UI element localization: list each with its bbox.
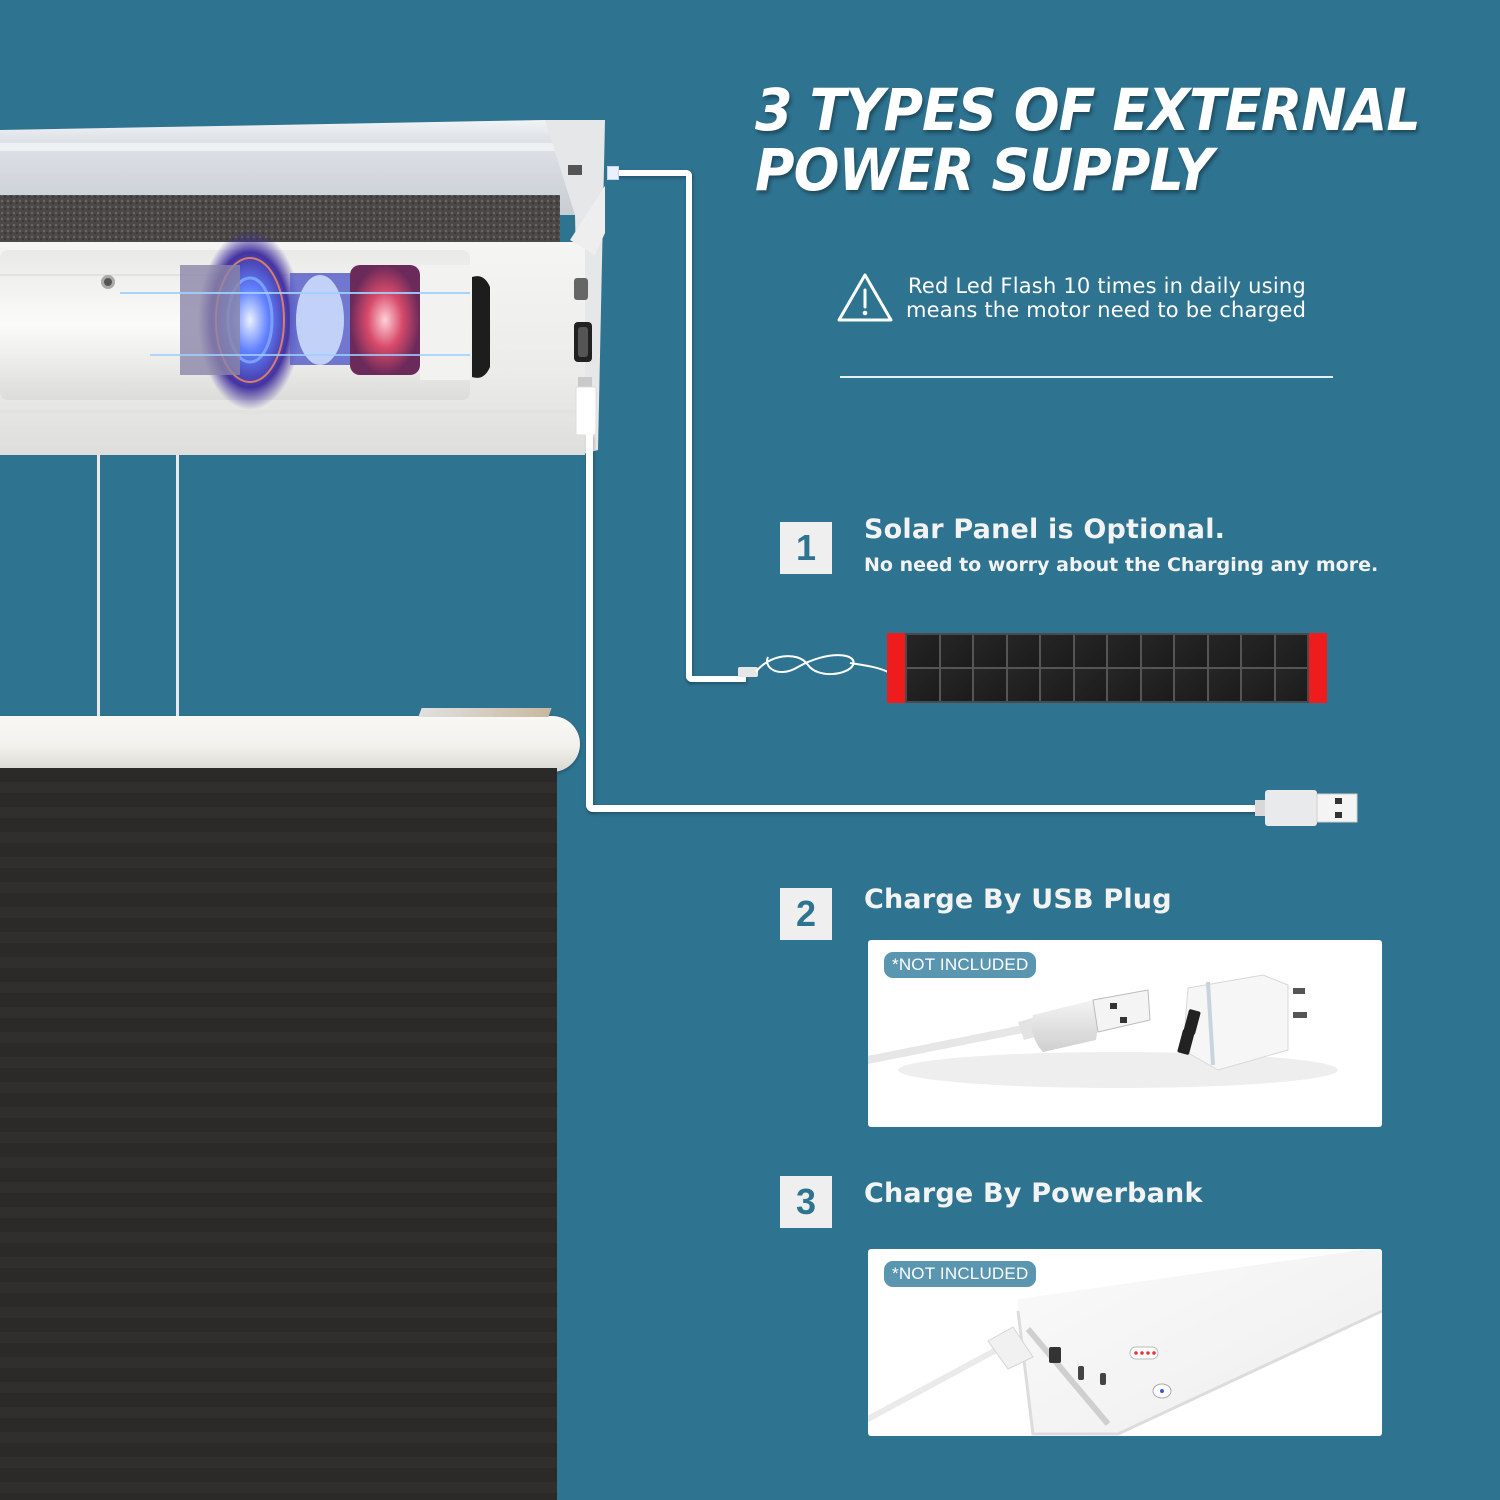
step-2-badge: 2 <box>780 888 832 940</box>
title-line-1: 3 TYPES OF EXTERNAL <box>755 76 1421 144</box>
powerbank-illustration <box>868 1249 1382 1436</box>
warning-line-1: Red Led Flash 10 times in daily using <box>908 274 1306 298</box>
step-3-title: Charge By Powerbank <box>864 1178 1203 1209</box>
title-line-2: POWER SUPPLY <box>755 136 1214 204</box>
warning-text: Red Led Flash 10 times in daily using me… <box>906 274 1306 322</box>
blind-bottom-rail <box>0 716 580 772</box>
headrail-motor-illustration <box>0 115 620 455</box>
solar-cable-connector <box>607 166 619 180</box>
warning-note: Red Led Flash 10 times in daily using me… <box>836 272 1306 324</box>
usb-cable-horizontal <box>586 805 1266 812</box>
solar-panel <box>887 633 1327 703</box>
not-included-tag: *NOT INCLUDED <box>884 952 1037 978</box>
blind-fabric <box>0 768 557 1500</box>
lift-string-2 <box>176 455 179 720</box>
solar-cable-horizontal-top <box>612 170 692 176</box>
usb-plug-card: *NOT INCLUDED <box>868 940 1382 1127</box>
warning-triangle-icon <box>837 273 893 322</box>
step-1-badge: 1 <box>780 522 832 574</box>
lift-string-1 <box>97 455 100 720</box>
solar-cell-grid <box>907 635 1307 701</box>
powerbank-card: *NOT INCLUDED <box>868 1249 1382 1436</box>
step-2-title: Charge By USB Plug <box>864 884 1172 915</box>
not-included-tag: *NOT INCLUDED <box>884 1261 1037 1287</box>
step-1-subtitle: No need to worry about the Charging any … <box>864 554 1379 576</box>
warning-line-2: means the motor need to be charged <box>906 298 1307 322</box>
page-title: 3 TYPES OF EXTERNAL POWER SUPPLY <box>755 76 1421 204</box>
solar-panel-right-cap <box>1309 633 1327 703</box>
section-divider <box>840 376 1333 378</box>
solar-cable-vertical <box>686 170 692 682</box>
usb-a-plug <box>1255 790 1358 826</box>
usb-cable-and-adapter-illustration <box>868 974 1338 1088</box>
bottom-rail-clip <box>418 708 552 717</box>
step-1-title: Solar Panel is Optional. <box>864 514 1226 545</box>
step-3-badge: 3 <box>780 1176 832 1228</box>
solar-cable-horizontal-bottom <box>686 676 746 682</box>
solar-panel-left-cap <box>887 633 905 703</box>
solar-cable-coil <box>738 654 889 677</box>
usb-cable-vertical <box>586 434 593 812</box>
